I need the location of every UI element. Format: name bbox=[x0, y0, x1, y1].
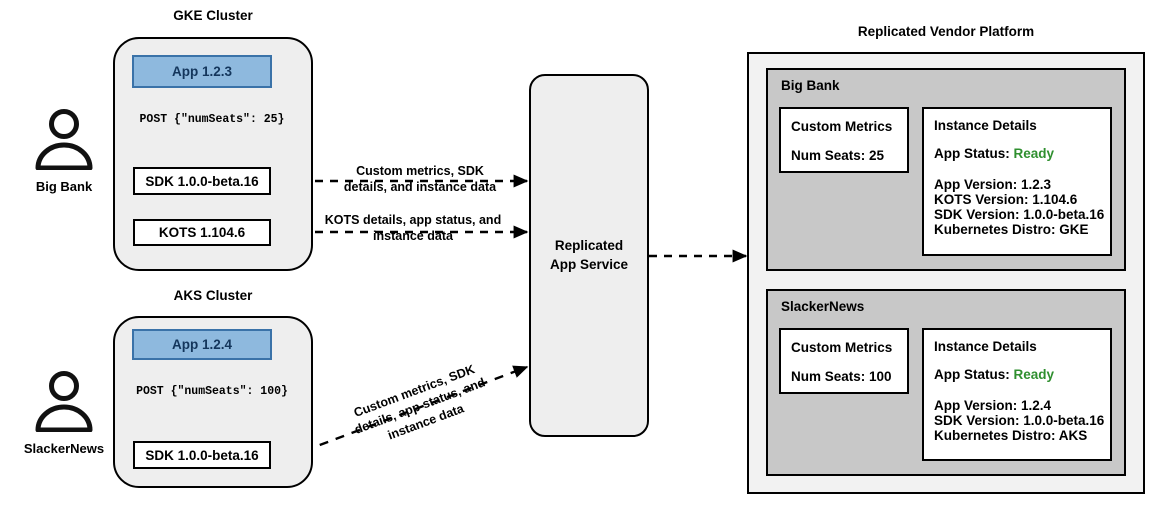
service-title-line1: Replicated bbox=[554, 238, 624, 254]
gke-kots-box[interactable]: KOTS 1.104.6 bbox=[133, 219, 271, 246]
aks-cluster-title: AKS Cluster bbox=[173, 288, 253, 303]
actor-label: SlackerNews bbox=[23, 441, 105, 456]
instance-detail-line: App Version: 1.2.4 bbox=[934, 398, 1052, 413]
app-status-row: App Status: Ready bbox=[934, 367, 1110, 382]
instance-details-heading: Instance Details bbox=[934, 118, 1037, 133]
replicated-app-service-box[interactable]: Replicated App Service bbox=[529, 74, 649, 437]
instance-detail-line: Kubernetes Distro: GKE bbox=[934, 222, 1089, 237]
status-badge: Ready bbox=[1013, 146, 1055, 161]
aks-post-label: POST {"numSeats": 100} bbox=[136, 385, 288, 398]
app-status-label: App Status: bbox=[934, 146, 1010, 161]
edge-label-sdk-to-service: Custom metrics, SDK details, and instanc… bbox=[330, 164, 510, 195]
instance-detail-line: KOTS Version: 1.104.6 bbox=[934, 192, 1078, 207]
tenant-title-slackernews: SlackerNews bbox=[781, 299, 865, 314]
actor-slackernews: SlackerNews bbox=[22, 370, 106, 456]
edge-label-aks-to-service: Custom metrics, SDK details, app status,… bbox=[330, 362, 510, 442]
actor-big-bank: Big Bank bbox=[22, 108, 106, 194]
edge-label-line: instance data bbox=[373, 228, 453, 243]
custom-metrics-panel-big-bank: Custom Metrics Num Seats: 25 bbox=[779, 107, 909, 173]
instance-details-panel-big-bank: Instance Details App Status: Ready App V… bbox=[922, 107, 1112, 256]
person-icon bbox=[35, 109, 93, 171]
instance-detail-line: App Version: 1.2.3 bbox=[934, 177, 1052, 192]
custom-metrics-value: Num Seats: 100 bbox=[791, 369, 892, 384]
app-status-row: App Status: Ready bbox=[934, 146, 1110, 161]
instance-detail-line: SDK Version: 1.0.0-beta.16 bbox=[934, 207, 1105, 222]
aks-sdk-box[interactable]: SDK 1.0.0-beta.16 bbox=[133, 441, 271, 469]
instance-details-heading: Instance Details bbox=[934, 339, 1037, 354]
tenant-title-big-bank: Big Bank bbox=[781, 78, 840, 93]
gke-post-label: POST {"numSeats": 25} bbox=[139, 113, 285, 126]
gke-cluster-title: GKE Cluster bbox=[173, 8, 253, 23]
service-title-line2: App Service bbox=[549, 256, 629, 272]
custom-metrics-panel-slackernews: Custom Metrics Num Seats: 100 bbox=[779, 328, 909, 394]
custom-metrics-value: Num Seats: 25 bbox=[791, 148, 885, 163]
instance-detail-line: Kubernetes Distro: AKS bbox=[934, 428, 1088, 443]
actor-label: Big Bank bbox=[35, 179, 93, 194]
edge-label-line: Custom metrics, SDK bbox=[356, 164, 484, 178]
person-icon bbox=[35, 371, 93, 433]
instance-detail-line: SDK Version: 1.0.0-beta.16 bbox=[934, 413, 1105, 428]
aks-app-box[interactable]: App 1.2.4 bbox=[132, 329, 272, 360]
gke-sdk-box[interactable]: SDK 1.0.0-beta.16 bbox=[133, 167, 271, 195]
platform-title: Replicated Vendor Platform bbox=[857, 24, 1035, 39]
edge-label-line: KOTS details, app status, and bbox=[324, 213, 502, 227]
custom-metrics-heading: Custom Metrics bbox=[791, 119, 893, 134]
gke-app-box[interactable]: App 1.2.3 bbox=[132, 55, 272, 88]
app-status-label: App Status: bbox=[934, 367, 1010, 382]
edge-label-kots-to-service: KOTS details, app status, and instance d… bbox=[313, 213, 513, 244]
instance-details-panel-slackernews: Instance Details App Status: Ready App V… bbox=[922, 328, 1112, 461]
edge-label-line: details, and instance data bbox=[343, 179, 497, 194]
custom-metrics-heading: Custom Metrics bbox=[791, 340, 893, 355]
status-badge: Ready bbox=[1013, 367, 1055, 382]
